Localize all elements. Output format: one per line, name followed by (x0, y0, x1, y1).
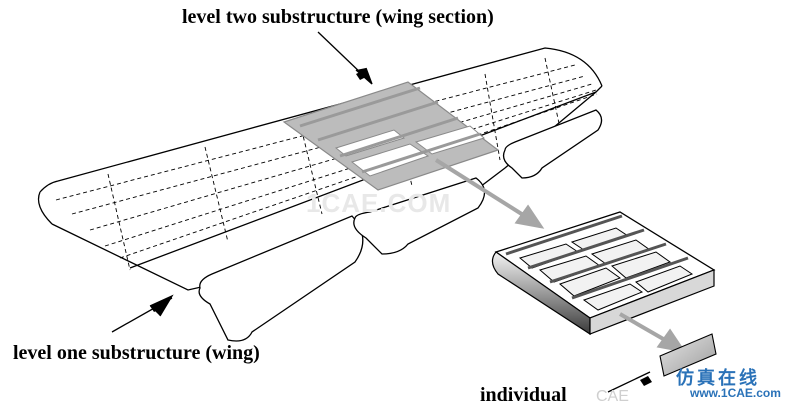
pointer-hand-icons (150, 70, 652, 386)
watermark-site-text: 1CAE.COM (306, 188, 452, 218)
watermark-brand-url: www.1CAE.com (690, 386, 781, 400)
watermark-faint-text: CAE (596, 388, 629, 405)
individual-label: individual (480, 384, 567, 406)
level-one-pointer (111, 294, 174, 333)
explode-arrow-section (434, 158, 545, 229)
explode-arrow-individual (619, 312, 687, 353)
exploded-section-frame (491, 211, 716, 336)
watermark-brand-cn: 仿真在线 (676, 368, 760, 389)
level-two-label: level two substructure (wing section) (182, 6, 494, 28)
level-two-wing-section (282, 81, 500, 191)
individual-pointer (607, 371, 651, 393)
individual-part (659, 333, 717, 377)
level-one-label: level one substructure (wing) (13, 342, 260, 364)
control-surfaces (198, 109, 603, 342)
